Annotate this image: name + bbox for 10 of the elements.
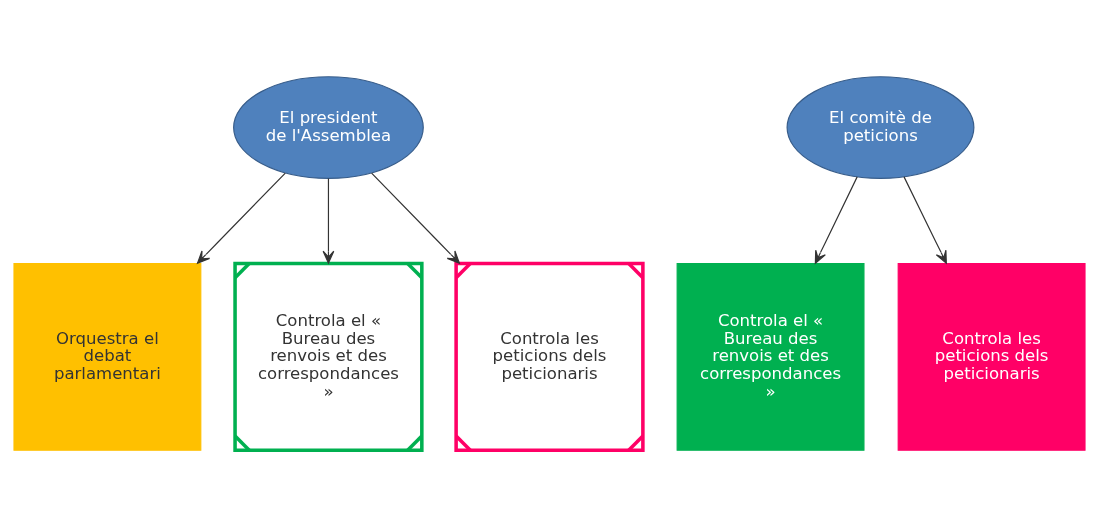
node-box: Controla el « Bureau des renvois et des correspondances »: [676, 262, 865, 451]
arrow: [371, 172, 460, 264]
node-box: Controla les peticions dels peticionaris: [897, 262, 1086, 451]
node-ellipse: El president de l'Assemblea: [233, 76, 424, 179]
node-ellipse: El comitè de peticions: [786, 76, 975, 179]
arrow: [814, 176, 858, 264]
arrow: [903, 176, 947, 264]
arrow: [322, 177, 335, 264]
node-box: Orquestra el debat parlamentari: [13, 262, 202, 451]
arrow: [196, 172, 286, 264]
